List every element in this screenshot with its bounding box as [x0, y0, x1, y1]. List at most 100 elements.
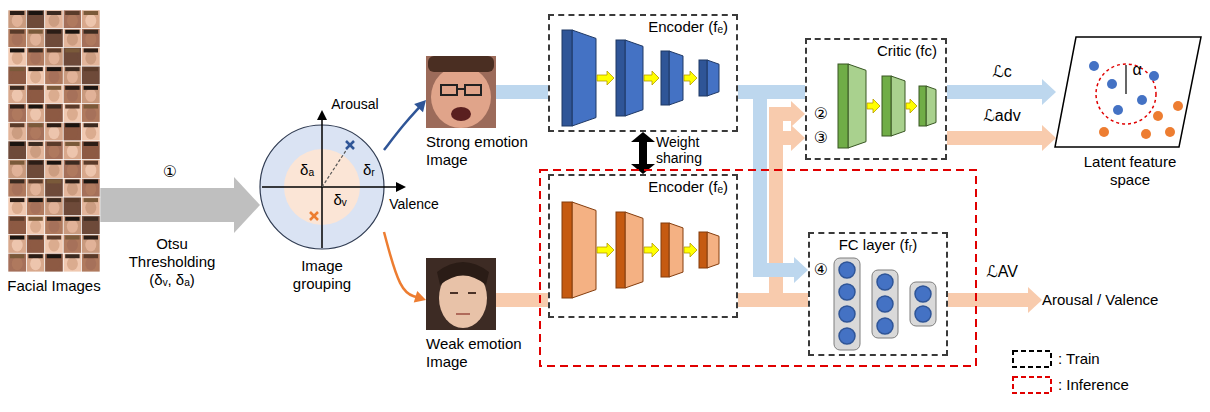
face-tile-bg	[8, 253, 26, 272]
face-tile-face	[30, 201, 41, 214]
face-tile-face	[85, 33, 96, 46]
face-tile	[26, 47, 44, 66]
encoder-layers	[562, 202, 719, 298]
legend-swatch	[1013, 351, 1051, 367]
arrow-head	[791, 101, 805, 127]
face-tile-hair	[10, 142, 24, 146]
face-tile-face	[12, 182, 23, 195]
face-tile-hair	[28, 217, 42, 221]
face-tile-bg	[82, 141, 100, 160]
layer-side	[891, 76, 905, 136]
face-tile-hair	[84, 48, 98, 52]
connector-line	[496, 85, 548, 99]
face-tile-face	[30, 33, 41, 46]
face-tile-bg	[82, 235, 100, 254]
strong-feature-dot	[1107, 79, 1117, 89]
face-tile-face	[85, 108, 96, 121]
face-tile	[63, 235, 81, 254]
face-tile	[8, 85, 26, 104]
arrow-head	[1028, 287, 1042, 313]
face-tile-face	[49, 108, 60, 121]
face-tile-hair	[28, 30, 42, 34]
face-tile-bg	[63, 141, 81, 160]
callout-label: ④	[814, 261, 828, 279]
margin-circle	[1096, 64, 1156, 124]
mouth	[451, 107, 471, 121]
face-tile	[26, 85, 44, 104]
face-tile-face	[67, 220, 78, 233]
callout-label: ℒadv	[983, 107, 1020, 125]
face-tile-face	[85, 164, 96, 177]
threshold-label: δᵥ	[333, 191, 346, 209]
face-tile-face	[85, 239, 96, 252]
connector-line	[947, 131, 1043, 145]
node-label: Image grouping	[277, 257, 367, 293]
legend-sample	[1012, 350, 1052, 368]
face-tile-bg	[63, 235, 81, 254]
face-tile	[45, 66, 63, 85]
face-tile	[82, 216, 100, 235]
margin-label: α	[1132, 61, 1141, 79]
face-tile-face	[30, 257, 41, 270]
face-tile-face	[12, 14, 23, 27]
face-tile-face	[12, 239, 23, 252]
face-tile-bg	[45, 253, 63, 272]
face-tile-bg	[63, 197, 81, 216]
face-tile	[63, 66, 81, 85]
connector	[384, 232, 426, 303]
hair	[428, 56, 494, 72]
face-tile-face	[30, 108, 41, 121]
face-tile-bg	[26, 160, 44, 179]
face-tile-face	[49, 239, 60, 252]
connector-line	[384, 107, 419, 150]
face-tile	[8, 216, 26, 235]
connector-line	[639, 141, 647, 165]
face-tile-bg	[63, 66, 81, 85]
face-tile-hair	[28, 11, 42, 15]
face-tile	[8, 47, 26, 66]
face-tile-bg	[8, 104, 26, 123]
face-tile	[26, 104, 44, 123]
face-tile-face	[49, 220, 60, 233]
face-tile	[8, 104, 26, 123]
face-tile-bg	[8, 47, 26, 66]
face-tile-bg	[45, 122, 63, 141]
face-tile	[45, 47, 63, 66]
face-tile	[45, 10, 63, 29]
face-tile-face	[12, 220, 23, 233]
face-tile-bg	[8, 66, 26, 85]
face-tile	[82, 141, 100, 160]
arrow-head	[794, 257, 808, 283]
edge-label: Weight sharing	[656, 134, 736, 166]
legend-label: : Train	[1058, 350, 1210, 368]
face-tile	[26, 178, 44, 197]
face-tile-face	[49, 14, 60, 27]
node-label: Facial Images	[7, 277, 100, 295]
neurons	[839, 262, 931, 344]
face-tile	[63, 29, 81, 48]
face-tile-bg	[26, 85, 44, 104]
face-tile-bg	[82, 197, 100, 216]
face-tile-bg	[63, 85, 81, 104]
face-tile-bg	[8, 197, 26, 216]
face-tile-bg	[45, 160, 63, 179]
face-tile	[82, 178, 100, 197]
face-tile-hair	[84, 142, 98, 146]
grouping-circle-art	[260, 110, 406, 249]
layer-side	[625, 212, 643, 288]
face-tile-face	[85, 257, 96, 270]
face-tile-hair	[28, 179, 42, 183]
face-tile-hair	[10, 161, 24, 165]
face-tile-bg	[8, 85, 26, 104]
face-tile-bg	[82, 216, 100, 235]
face-tile-hair	[65, 254, 79, 258]
face-tile-face	[67, 145, 78, 158]
face-tile-bg	[82, 178, 100, 197]
face-tile-face	[30, 145, 41, 158]
flow-arrow	[867, 99, 880, 113]
face-tile-bg	[63, 29, 81, 48]
face-tile-bg	[82, 160, 100, 179]
face-tile-bg	[45, 29, 63, 48]
layer-front	[562, 202, 572, 298]
callout-label: ③	[814, 129, 828, 147]
